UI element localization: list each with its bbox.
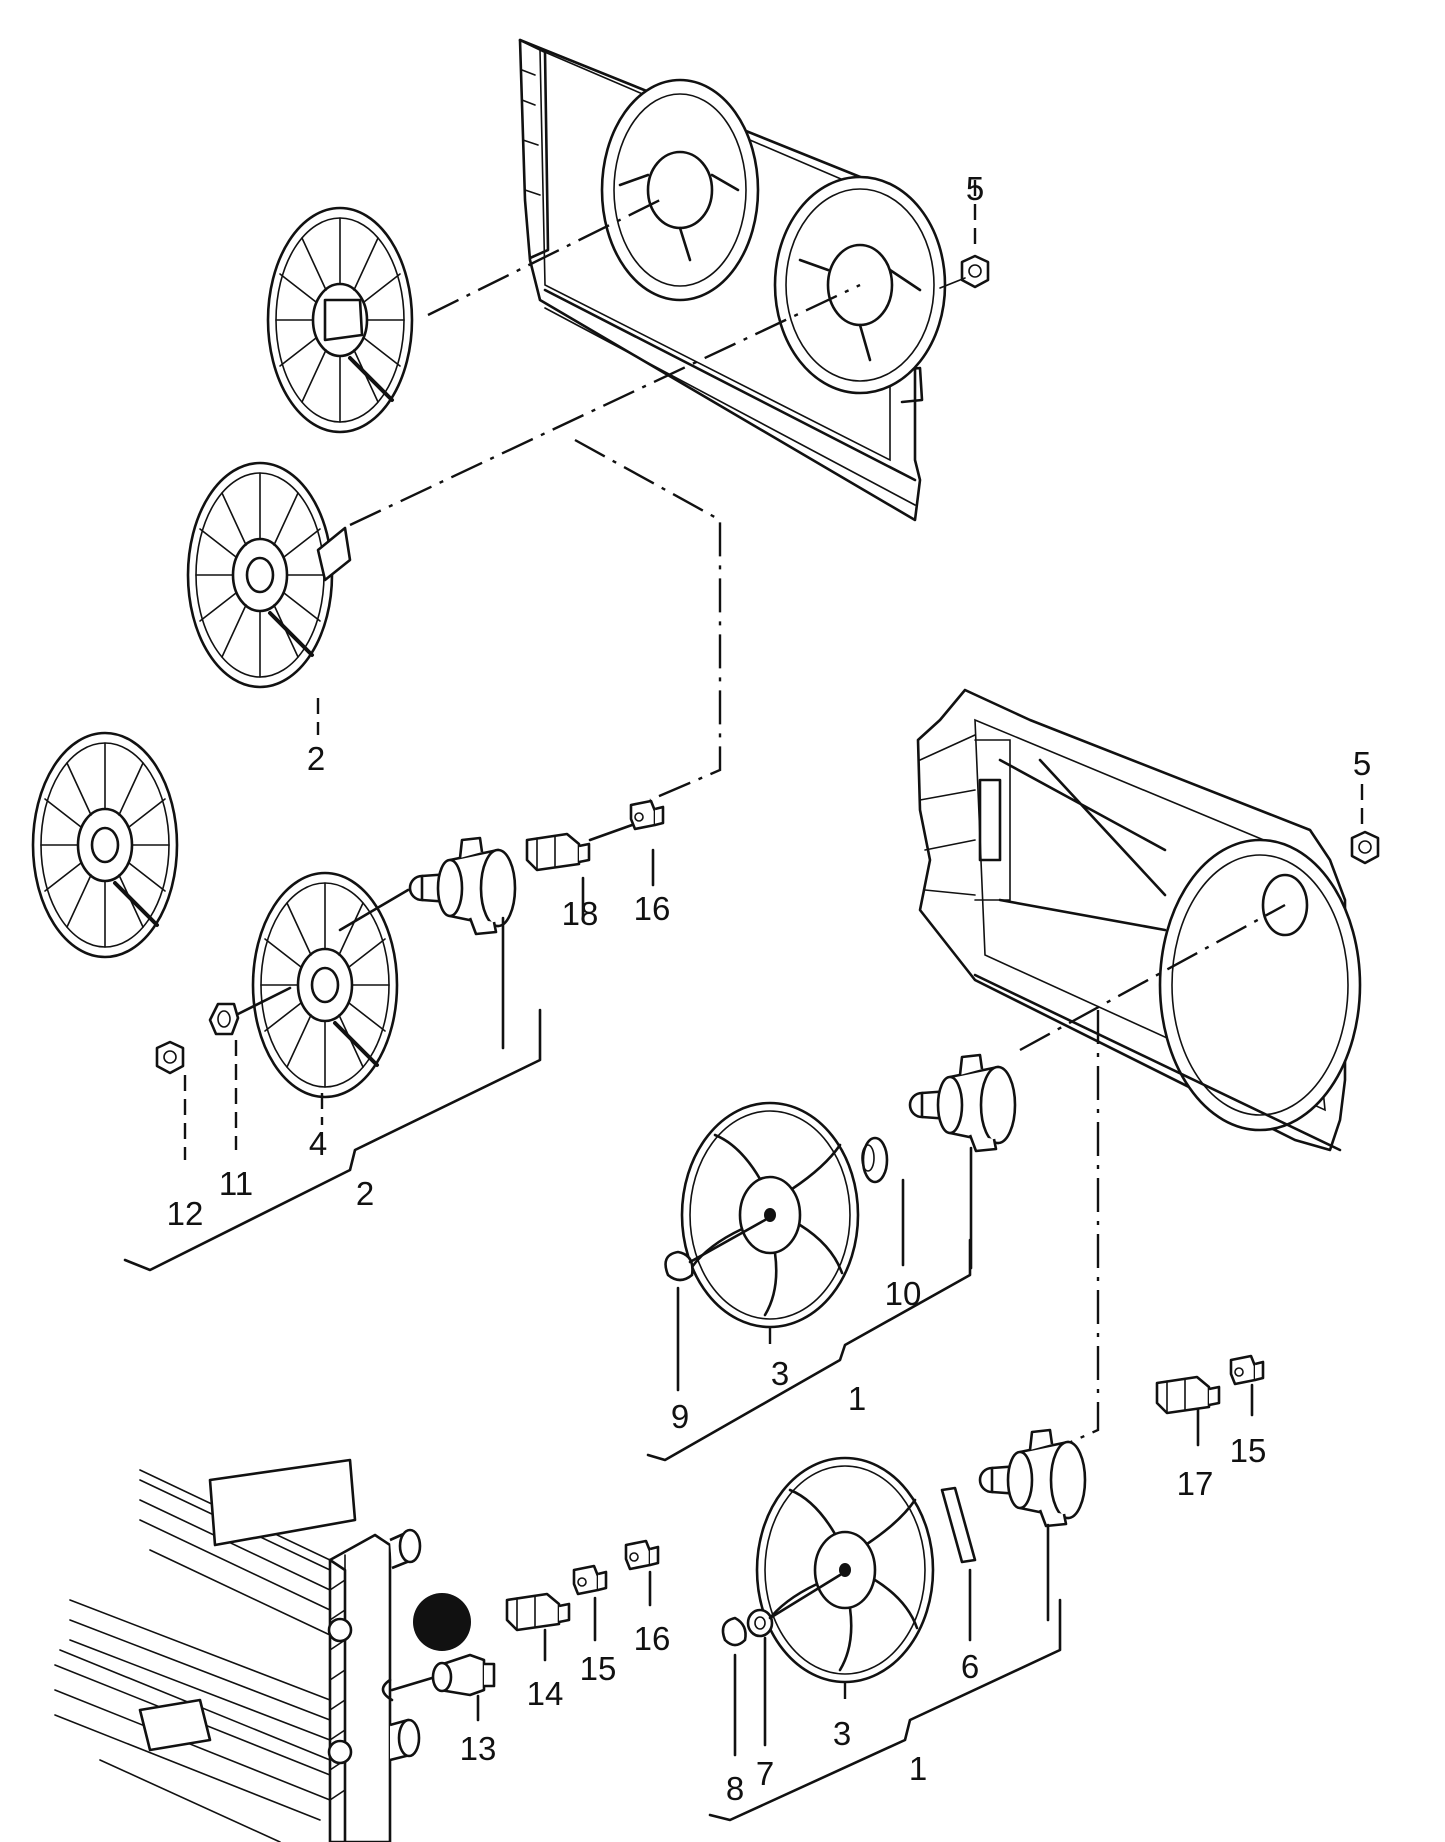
fan-left-large: [31, 731, 179, 959]
fan-upper-b: [186, 461, 334, 689]
washer-11: [208, 1002, 240, 1036]
fan-lower-3: [755, 1456, 935, 1684]
plug-15-lower: [572, 1564, 608, 1596]
connector-17: [1155, 1375, 1221, 1415]
plug-16-upper: [629, 799, 665, 831]
label-9: 9: [671, 1398, 689, 1435]
motor-middle: [908, 1053, 1017, 1153]
washer-7: [746, 1608, 774, 1638]
spacer-6: [940, 1486, 977, 1564]
label-4: 4: [309, 1125, 327, 1162]
label-12: 12: [167, 1195, 204, 1232]
label-7: 7: [756, 1755, 774, 1792]
label-15-right: 15: [1230, 1432, 1267, 1469]
shroud-upper: [518, 38, 947, 522]
fan-left-4: [251, 871, 399, 1099]
plug-16-lower: [624, 1539, 660, 1571]
label-10: 10: [885, 1275, 922, 1312]
label-3-middle: 3: [771, 1355, 789, 1392]
label-5-lower: 5: [1353, 745, 1371, 782]
shroud-lower: [916, 688, 1362, 1152]
label-16-upper: 16: [634, 890, 671, 927]
motor-left: [408, 836, 517, 936]
nut-5-upper: [960, 254, 990, 289]
label-14: 14: [527, 1675, 564, 1712]
label-6: 6: [961, 1648, 979, 1685]
nut-5-lower: [1350, 830, 1380, 865]
motor-lower: [978, 1428, 1087, 1528]
fan-middle-3: [680, 1101, 860, 1329]
label-11: 11: [219, 1165, 253, 1202]
radiator: [54, 1458, 422, 1842]
nut-12: [155, 1040, 185, 1075]
label-1-middle: 1: [848, 1380, 866, 1417]
highlight-marker: [413, 1593, 471, 1651]
clip-9: [664, 1250, 694, 1282]
label-13: 13: [460, 1730, 497, 1767]
connector-18: [525, 832, 591, 872]
label-18: 18: [562, 895, 599, 932]
label-17: 17: [1177, 1465, 1214, 1502]
label-5-upper: 5: [966, 170, 984, 207]
switch-13: [431, 1653, 496, 1697]
label-16-lower: 16: [634, 1620, 671, 1657]
connector-14: [505, 1592, 571, 1632]
part-labels: 5 2 18 16 12 11 4 2 5 10 9 3 1 15 17 16 …: [167, 170, 1372, 1807]
plug-15-right: [1229, 1354, 1265, 1386]
label-15-lower: 15: [580, 1650, 617, 1687]
label-2-upper: 2: [307, 740, 325, 777]
clip-8: [721, 1616, 747, 1647]
label-3-lower: 3: [833, 1715, 851, 1752]
label-1-lower: 1: [909, 1750, 927, 1787]
ring-10: [861, 1136, 889, 1184]
label-8: 8: [726, 1770, 744, 1807]
label-2-lower: 2: [356, 1175, 374, 1212]
